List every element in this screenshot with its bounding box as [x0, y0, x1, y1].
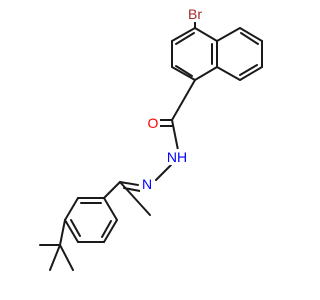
bond [103, 219, 118, 243]
br-label-background [184, 6, 206, 22]
bond [194, 27, 218, 42]
bond [155, 164, 172, 181]
bond [171, 79, 196, 121]
bond [239, 27, 263, 42]
bond [119, 181, 151, 216]
bond [59, 219, 66, 246]
bond [239, 66, 263, 81]
bond [240, 32, 259, 45]
bond [64, 197, 79, 221]
bond [64, 219, 79, 243]
structure-canvas: Br O NH N [39, 6, 263, 271]
atom-label-layer: Br O NH N [140, 6, 206, 192]
bond [171, 66, 196, 81]
bond [70, 219, 81, 237]
bond [216, 27, 241, 42]
nh-atom-label: NH [167, 149, 187, 165]
o-label-background [146, 115, 160, 131]
bond [49, 244, 61, 271]
bond [119, 181, 139, 186]
bond-layer [39, 19, 263, 271]
bond [171, 27, 196, 42]
bond [103, 181, 121, 199]
nh-label-background [166, 149, 188, 165]
oxygen-atom-label: O [148, 115, 159, 131]
bromine-atom-label: Br [188, 6, 202, 22]
bond [175, 32, 195, 45]
bond [194, 66, 218, 81]
n-label-background [140, 176, 154, 192]
bond [239, 64, 258, 76]
bond [101, 220, 112, 238]
bond [175, 65, 193, 77]
molecule-drawing: Br O NH N [39, 6, 263, 271]
bond [103, 197, 118, 221]
bond [171, 119, 179, 151]
imine-nitrogen-label: N [142, 176, 152, 192]
bond [216, 66, 241, 81]
bond [59, 244, 74, 271]
